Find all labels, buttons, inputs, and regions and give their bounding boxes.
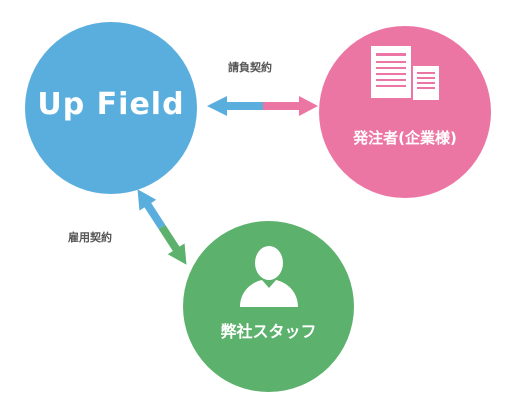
ukeoi-arrow-left-half xyxy=(207,96,263,116)
ukeoi-contract-label: 請負契約 xyxy=(228,61,272,74)
koyo-arrow-lower-half xyxy=(158,224,187,265)
koyo-double-arrow xyxy=(137,189,187,265)
koyo-contract-label: 雇用契約 xyxy=(68,231,112,244)
document-icon xyxy=(371,46,439,100)
upfield-label: Up Field xyxy=(37,87,185,122)
staff-label: 弊社スタッフ xyxy=(220,322,317,341)
person-icon xyxy=(240,246,298,307)
upfield-node-circle xyxy=(25,22,197,194)
client-label: 発注者(企業様) xyxy=(353,129,457,147)
ukeoi-arrow-right-half xyxy=(263,96,318,116)
koyo-arrow-upper-half xyxy=(137,189,166,230)
ukeoi-double-arrow xyxy=(207,96,318,116)
